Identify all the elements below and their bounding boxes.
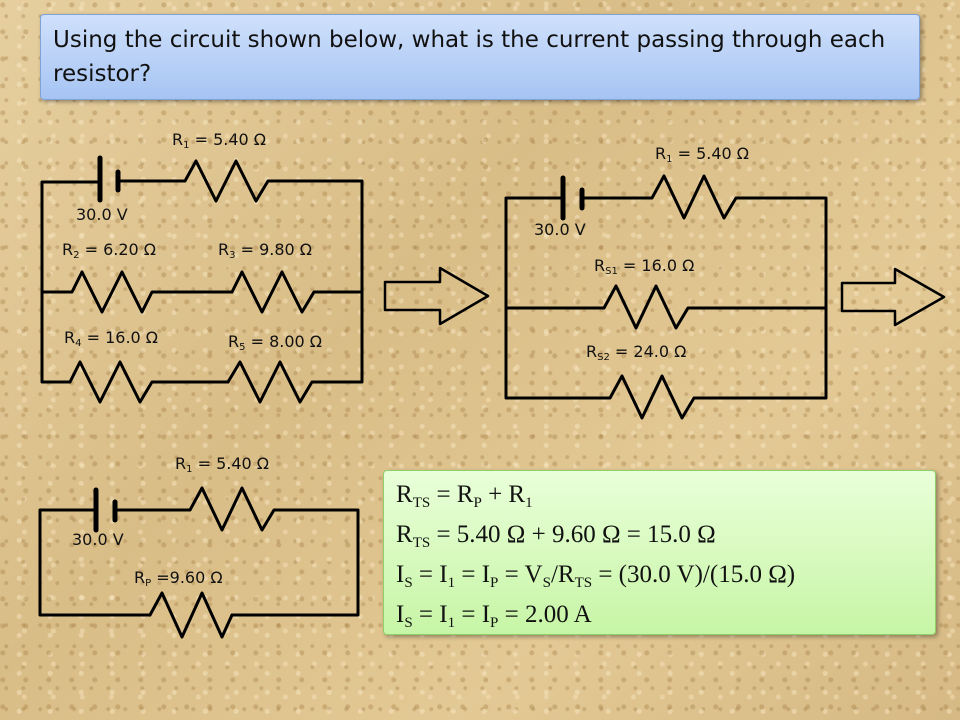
circuit-1-r2-resistor bbox=[40, 270, 234, 314]
circuit-1-r3-label: R3 = 9.80 Ω bbox=[218, 240, 313, 261]
circuit-2 bbox=[504, 174, 828, 420]
circuit-1-r1-resistor bbox=[116, 159, 364, 384]
circuit-3-rp-label: RP =9.60 Ω bbox=[134, 568, 223, 589]
circuit-1-r4-label: R4 = 16.0 Ω bbox=[64, 328, 159, 349]
circuit-2-r1-resistor bbox=[580, 174, 828, 400]
circuit-2-left-wire bbox=[504, 196, 582, 400]
circuit-3-rp-resistor bbox=[148, 591, 234, 639]
circuit-2-r1-label: R1 = 5.40 Ω bbox=[655, 144, 750, 165]
circuit-1-r2-label: R2 = 6.20 Ω bbox=[62, 240, 157, 261]
circuit-1 bbox=[40, 155, 364, 404]
circuit-1-battery-label: 30.0 V bbox=[76, 205, 128, 224]
circuit-1-r3-resistor bbox=[230, 270, 364, 314]
answer-line-2: RTS = 5.40 Ω + 9.60 Ω = 15.0 Ω bbox=[396, 521, 716, 551]
circuit-1-r1-label: R1 = 5.40 Ω bbox=[172, 130, 267, 151]
circuit-1-top-wire bbox=[40, 180, 102, 384]
question-box: Using the circuit shown below, what is t… bbox=[40, 14, 920, 100]
arrow-right-icon bbox=[840, 267, 946, 327]
circuit-3-r1-label: R1 = 5.40 Ω bbox=[175, 454, 270, 475]
circuit-2-rs1-resistor bbox=[504, 284, 828, 330]
circuit-2-rs2-label: RS2 = 24.0 Ω bbox=[586, 342, 687, 363]
answer-line-1: RTS = RP + R1 bbox=[396, 481, 533, 511]
arrow-right-icon bbox=[383, 266, 490, 326]
circuit-3 bbox=[38, 486, 360, 639]
question-text: Using the circuit shown below, what is t… bbox=[53, 27, 886, 87]
circuit-2-rs2-resistor bbox=[578, 374, 722, 420]
answer-line-3: IS = I1 = IP = VS/RTS = (30.0 V)/(15.0 Ω… bbox=[396, 561, 796, 591]
circuit-2-rs1-label: RS1 = 16.0 Ω bbox=[594, 256, 695, 277]
circuit-1-r5-resistor bbox=[226, 360, 332, 404]
circuit-3-left-wire bbox=[38, 508, 152, 617]
circuit-2-battery-label: 30.0 V bbox=[534, 220, 586, 239]
circuit-1-r5-label: R5 = 8.00 Ω bbox=[228, 332, 323, 353]
answer-box: RTS = RP + R1 RTS = 5.40 Ω + 9.60 Ω = 15… bbox=[383, 470, 936, 635]
answer-line-4: IS = I1 = IP = 2.00 A bbox=[396, 601, 592, 631]
circuit-3-r1-resistor bbox=[113, 486, 360, 617]
circuit-1-r4-resistor bbox=[68, 360, 230, 404]
circuit-3-battery-label: 30.0 V bbox=[72, 530, 124, 549]
